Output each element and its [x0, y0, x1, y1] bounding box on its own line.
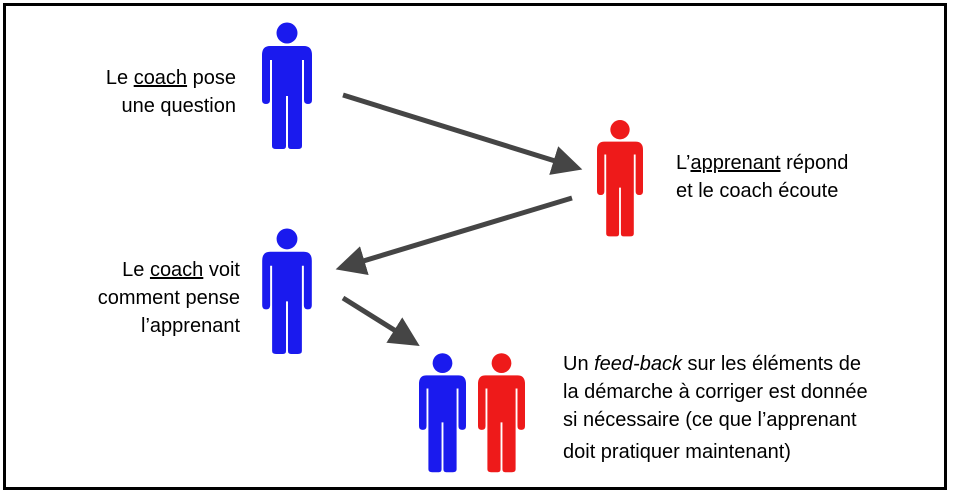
caption-italic: feed-back [594, 353, 682, 375]
arrow-learner-to-coach [335, 195, 573, 276]
step1-caption: Le coach pose une question [106, 64, 236, 120]
caption-text: répond [780, 152, 849, 174]
caption-text: Le [122, 259, 150, 281]
caption-line: si nécessaire (ce que l’apprenant [563, 409, 857, 431]
caption-underlined: apprenant [690, 152, 781, 174]
caption-text: voit [203, 259, 240, 281]
caption-line: la démarche à corriger est donnée [563, 381, 868, 403]
caption-line: comment pense [97, 287, 240, 309]
arrow-coach-to-learner [342, 92, 583, 175]
caption-underlined: coach [133, 67, 188, 89]
caption-line: doit pratiquer maintenant) [563, 441, 791, 463]
caption-line: et le coach écoute [676, 180, 839, 202]
step3-caption: Le coach voit comment pense l’apprenant [98, 256, 240, 340]
arrow-coach-to-feedback [341, 295, 420, 346]
diagram-frame [3, 3, 947, 490]
caption-text: sur les éléments de [681, 353, 861, 375]
caption-text: pose [187, 67, 236, 89]
caption-underlined: coach [149, 259, 204, 281]
caption-text: Le [105, 67, 134, 89]
caption-text: L’ [676, 152, 691, 174]
caption-text: Un [563, 353, 595, 375]
step4-caption: Un feed-back sur les éléments de la déma… [563, 350, 868, 466]
step2-caption: L’apprenant répond et le coach écoute [676, 149, 848, 205]
caption-line: l’apprenant [141, 315, 240, 337]
caption-line: une question [121, 95, 236, 117]
